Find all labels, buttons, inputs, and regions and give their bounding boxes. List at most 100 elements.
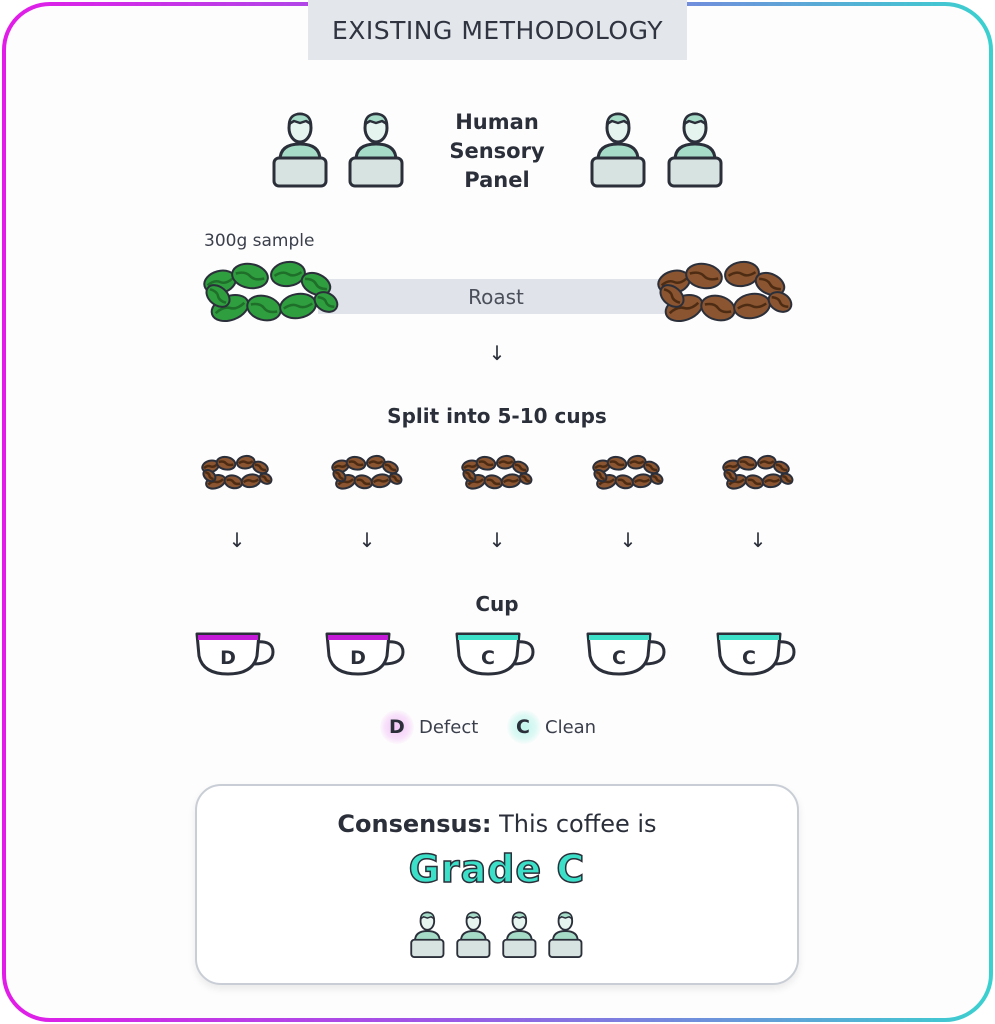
- voter-icon-4: [548, 911, 583, 959]
- bean: [279, 292, 317, 320]
- bean: [205, 284, 231, 308]
- bean: [511, 460, 529, 475]
- cup-grade-letter: C: [742, 647, 756, 669]
- roasted-beans-small-icon-4: [592, 454, 664, 490]
- cup-grade-letter: C: [612, 647, 626, 669]
- bean: [733, 292, 771, 320]
- cup-grade-letter: C: [481, 647, 495, 669]
- bean: [744, 474, 765, 490]
- bean: [500, 473, 522, 489]
- bean: [593, 468, 608, 483]
- cup-icon-4: C: [586, 632, 666, 676]
- bean: [642, 460, 660, 475]
- bean: [518, 472, 533, 485]
- bean: [366, 454, 386, 470]
- bean: [215, 455, 237, 471]
- clean-glow: [507, 710, 541, 744]
- legend: D Defect C Clean: [380, 710, 630, 746]
- roast-label: Roast: [468, 284, 524, 309]
- defect-glow: [380, 710, 414, 744]
- bean: [332, 468, 347, 483]
- bean: [736, 455, 758, 471]
- legend-clean-label: Clean: [545, 717, 597, 738]
- bean: [246, 294, 282, 322]
- bean: [381, 460, 399, 475]
- bean: [659, 284, 685, 308]
- bean: [353, 474, 374, 490]
- bean: [223, 474, 244, 490]
- bean: [723, 468, 738, 483]
- bean: [724, 260, 760, 288]
- bean: [236, 454, 256, 470]
- bean: [240, 473, 262, 489]
- bean: [270, 260, 306, 288]
- panel-label: Human Sensory Panel: [430, 108, 564, 195]
- bean: [700, 294, 736, 322]
- arrow-down-icon-2: ↓: [358, 528, 376, 552]
- bean: [258, 472, 273, 485]
- grade-result: Grade C: [408, 846, 586, 892]
- bean: [370, 473, 392, 489]
- legend-defect-label: Defect: [419, 717, 479, 738]
- cup-icon-5: C: [716, 632, 796, 676]
- bean: [231, 262, 269, 290]
- arrow-down-icon-3: ↓: [488, 528, 506, 552]
- bean: [772, 460, 790, 475]
- bean: [313, 291, 339, 313]
- roast-bar: Roast: [318, 279, 674, 314]
- arrow-down-icon-1: ↓: [228, 528, 246, 552]
- page-title: EXISTING METHODOLOGY: [308, 0, 687, 60]
- consensus-prefix: Consensus:: [337, 810, 492, 838]
- roasted-beans-small-icon-2: [331, 454, 403, 490]
- consensus-text: This coffee is: [491, 810, 657, 838]
- bean: [483, 474, 504, 490]
- bean: [761, 473, 783, 489]
- roasted-beans-small-icon-3: [461, 454, 533, 490]
- split-heading: Split into 5-10 cups: [387, 404, 607, 428]
- bean: [345, 455, 367, 471]
- cup-icon-1: D: [195, 632, 275, 676]
- cup-heading: Cup: [475, 592, 519, 616]
- voter-icon-2: [456, 911, 491, 959]
- panel-label-line-1: Human: [455, 110, 539, 134]
- legend-clean-letter: C: [516, 716, 530, 738]
- bean: [767, 291, 793, 313]
- bean: [757, 454, 777, 470]
- bean: [779, 472, 794, 485]
- bean: [606, 455, 628, 471]
- bean: [496, 454, 516, 470]
- consensus-line: Consensus: This coffee is: [195, 810, 799, 838]
- green-beans-icon: [203, 260, 339, 323]
- roasted-beans-icon: [657, 260, 793, 323]
- cup-icon-3: C: [455, 632, 535, 676]
- arrow-down-icon-4: ↓: [619, 528, 637, 552]
- bean: [475, 455, 497, 471]
- bean: [627, 454, 647, 470]
- person-laptop-icon-4: [667, 112, 723, 188]
- voter-icon-1: [410, 911, 445, 959]
- voter-icon-3: [502, 911, 537, 959]
- bean: [649, 472, 664, 485]
- panel-label-line-2: Sensory: [449, 139, 545, 163]
- bean: [202, 468, 217, 483]
- cup-icon-2: D: [325, 632, 405, 676]
- panel-label-line-3: Panel: [464, 168, 530, 192]
- bean: [251, 460, 269, 475]
- consensus-card: [195, 784, 799, 985]
- person-laptop-icon-2: [348, 112, 404, 188]
- bean: [631, 473, 653, 489]
- cup-grade-letter: D: [220, 647, 236, 669]
- arrow-down-icon-5: ↓: [749, 528, 767, 552]
- arrow-down-icon: ↓: [488, 341, 506, 365]
- roasted-beans-small-icon-1: [201, 454, 273, 490]
- bean: [388, 472, 403, 485]
- person-laptop-icon-3: [590, 112, 646, 188]
- bean: [754, 271, 786, 297]
- roasted-beans-small-icon-5: [722, 454, 794, 490]
- bean: [300, 271, 332, 297]
- bean: [462, 468, 477, 483]
- legend-defect-letter: D: [389, 716, 405, 738]
- bean: [614, 474, 635, 490]
- person-laptop-icon-1: [272, 112, 328, 188]
